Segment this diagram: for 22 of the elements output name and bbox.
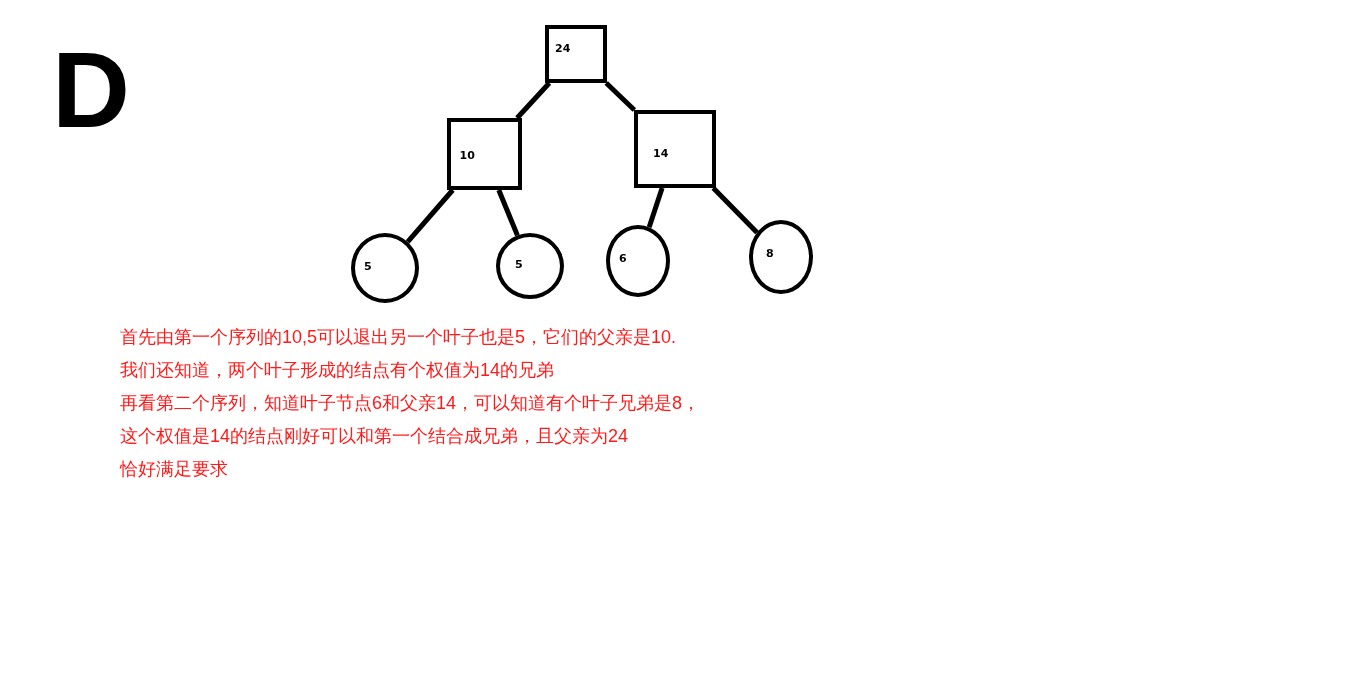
node-value: 6: [619, 253, 627, 264]
connector-line: [405, 188, 455, 244]
node-value: 5: [515, 259, 523, 270]
connector-line: [496, 189, 520, 237]
square-node: [545, 25, 607, 83]
square-node: [634, 110, 716, 188]
option-letter: D: [52, 36, 130, 144]
node-value: 8: [766, 248, 774, 259]
connector-line: [646, 187, 665, 229]
connector-line: [515, 81, 552, 120]
square-node: [446, 118, 522, 190]
explanation-text: 我们还知道，两个叶子形成的结点有个权值为14的兄弟: [120, 361, 555, 379]
explanation-text: 首先由第一个序列的10,5可以退出另一个叶子也是5，它们的父亲是10.: [120, 328, 677, 346]
node-value: 10: [459, 150, 475, 161]
node-value: 24: [555, 43, 571, 54]
explanation-text: 再看第二个序列，知道叶子节点6和父亲14，可以知道有个叶子兄弟是8，: [120, 394, 701, 412]
node-value: 5: [364, 261, 372, 272]
node-value: 14: [653, 148, 669, 159]
connector-line: [604, 81, 637, 112]
explanation-text: 恰好满足要求: [120, 460, 228, 478]
connector-line: [711, 186, 759, 235]
explanation-text: 这个权值是14的结点刚好可以和第一个结合成兄弟，且父亲为24: [120, 427, 629, 445]
